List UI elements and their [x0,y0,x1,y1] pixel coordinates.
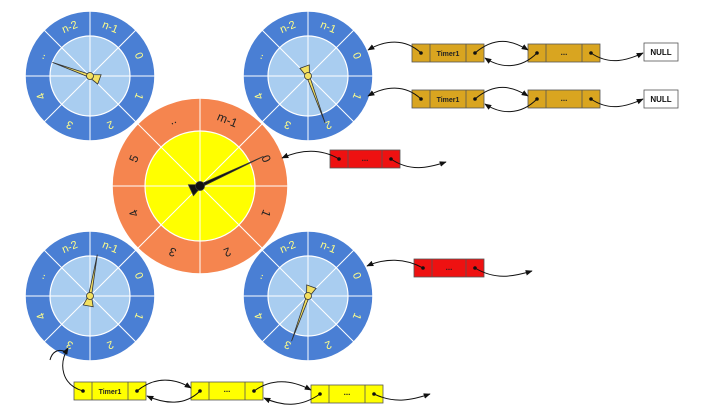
slot-label: 2 [105,338,115,351]
wheel-top-left: n-1 0 1 2 3 4.. n-2 [24,10,156,142]
slot-label: .. [253,51,266,61]
slot-label: n-2 [278,19,297,36]
slot-divider [43,75,91,123]
slot-divider [43,249,91,297]
slot-label: 5 [126,153,142,165]
hand-pivot [86,292,94,300]
slot-divider [137,185,201,249]
red-node-label: ... [362,154,369,163]
timer-node-1-label: Timer1 [437,51,460,58]
list-node-2-label: ... [561,48,568,57]
slot-label: 0 [132,51,145,61]
slot-divider [199,123,263,187]
slot-label: 3 [283,118,293,131]
null-node [643,42,679,62]
slot-divider [261,295,309,343]
slot-label: 1 [132,91,145,101]
wheel-bottom-right: n-1 0 1 2 3 4.. n-2 [242,230,374,362]
slot-label: 0 [350,271,363,281]
slot-label: 3 [167,244,179,260]
slot-label: 4 [253,91,266,101]
red-node [413,258,485,278]
slot-label: .. [167,112,179,127]
clock-hand-icon [291,284,317,342]
list-node-2-label: ... [561,94,568,103]
slot-divider [43,295,91,343]
slot-divider [43,29,91,77]
null-label: NULL [650,48,671,57]
list-node-2-label: ... [224,385,231,394]
red-node-label: ... [446,263,453,272]
slot-label: n-2 [278,239,297,256]
slot-label: .. [35,271,48,281]
slot-label: 4 [35,91,48,101]
null-label: NULL [650,95,671,104]
clock-hand-icon [52,61,102,85]
slot-label: 1 [350,91,363,101]
slot-divider [89,249,137,297]
slot-label: .. [253,271,266,281]
red-node [329,149,401,169]
null-node [643,89,679,109]
slot-label: n-1 [100,239,119,256]
hand-pivot [195,181,205,191]
slot-label: 4 [126,207,142,219]
slot-label: 0 [350,51,363,61]
slot-divider [307,295,355,343]
slot-label: 1 [258,208,274,220]
bottom-list: Timer1 ... ... [49,347,431,405]
hand-pivot [86,72,94,80]
slot-divider [137,123,201,187]
slot-label: n-2 [60,239,79,256]
slot-label: 2 [221,244,233,260]
slot-divider [261,249,309,297]
hand-pivot [304,292,312,300]
slot-label: 2 [105,118,115,131]
top-list-row-1: Timer1 ... NULL [367,40,679,67]
slot-label: 1 [132,311,145,321]
clock-hand-icon [187,156,264,197]
slot-label: 3 [65,338,75,351]
slot-divider [199,185,263,249]
timer-node-1-label: Timer1 [99,389,122,396]
slot-label: 0 [132,271,145,281]
slot-label: .. [35,51,48,61]
slot-label: n-2 [60,19,79,36]
slot-label: 3 [283,338,293,351]
main-wheel-red-list: ... [281,149,447,169]
slot-divider [89,295,137,343]
clock-hand-icon [299,64,326,124]
hand-pivot [304,72,312,80]
slot-label: n-1 [318,239,337,256]
slot-label: 4 [253,311,266,321]
slot-label: 1 [350,311,363,321]
list-node-3-label: ... [344,388,351,397]
slot-divider [307,75,355,123]
slot-label: 0 [258,153,274,165]
slot-label: 2 [323,338,333,351]
bottom-right-red-list: ... [366,258,533,278]
slot-label: n-1 [318,19,337,36]
slot-label: 2 [323,118,333,131]
slot-divider [89,29,137,77]
slot-label: n-1 [100,19,119,36]
top-list-row-2: Timer1 ... NULL [367,86,679,113]
timer-node-1-label: Timer1 [437,97,460,104]
wheel-bottom-left: n-1 0 1 2 3 4.. n-2 [24,230,156,362]
wheel-top-right: n-1 0 1 2 3 4.. n-2 [242,10,374,142]
slot-label: 4 [35,311,48,321]
slot-divider [261,75,309,123]
slot-label: 3 [65,118,75,131]
slot-divider [307,29,355,77]
